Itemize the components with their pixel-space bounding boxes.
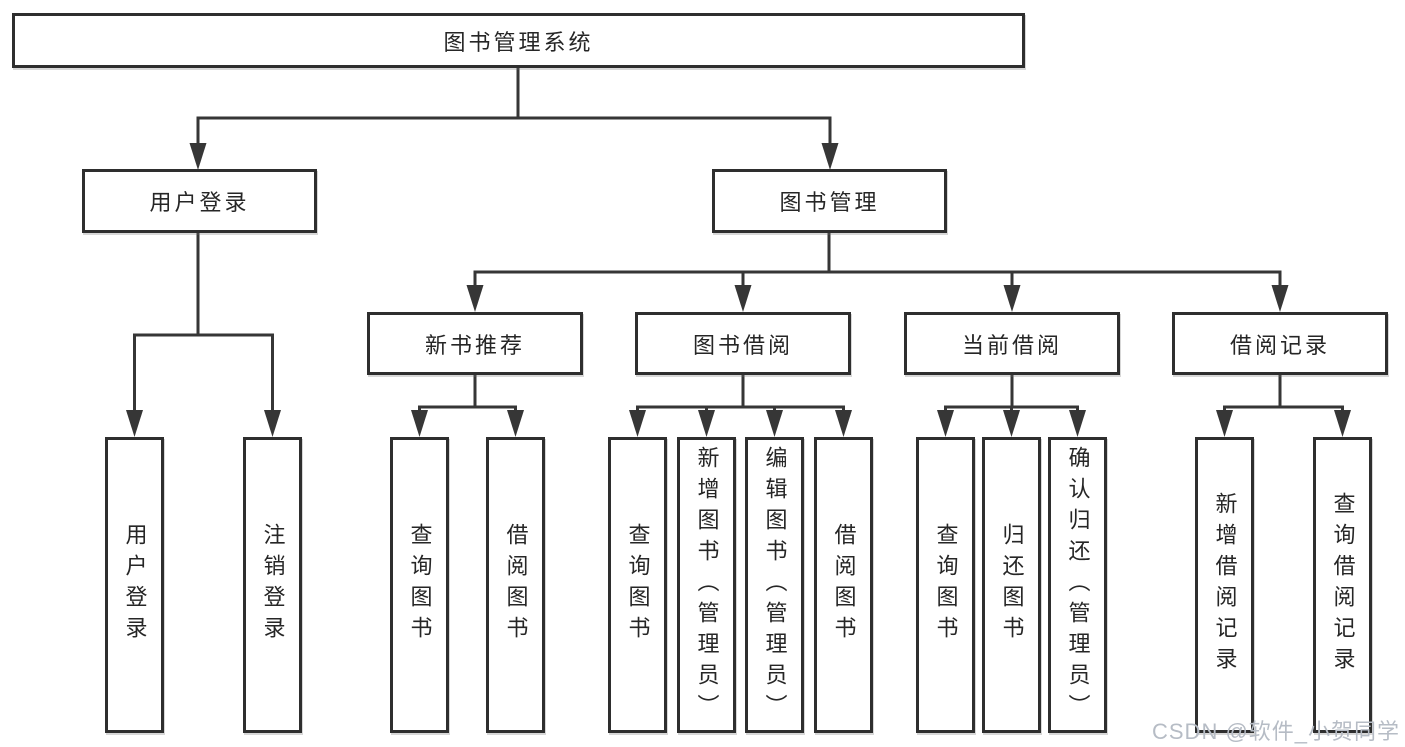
arrowhead-icon	[507, 410, 524, 437]
connector	[411, 373, 524, 437]
node-label: 图书管理	[779, 190, 880, 215]
connector	[466, 231, 1289, 312]
node-new-book-recommendation: 新书推荐	[367, 312, 583, 375]
arrowhead-icon	[821, 143, 839, 170]
arrowhead-icon	[698, 410, 715, 437]
arrowhead-icon	[126, 410, 143, 437]
node-book-management: 图书管理	[712, 169, 947, 233]
node-book-borrowing: 图书借阅	[635, 312, 851, 375]
node-label: 用户登录	[149, 190, 250, 215]
leaf-confirm-return-admin: 确认归还（管理员）	[1048, 437, 1107, 733]
node-library-management-system: 图书管理系统	[12, 13, 1025, 68]
arrowhead-icon	[1271, 285, 1289, 312]
leaf-query-borrow-record: 查询借阅记录	[1313, 437, 1372, 733]
arrowhead-icon	[1216, 410, 1233, 437]
arrowhead-icon	[835, 410, 852, 437]
node-label: 新增图书（管理员）	[694, 445, 720, 725]
node-label: 注销登录	[260, 523, 286, 647]
leaf-return-books: 归还图书	[982, 437, 1041, 733]
watermark: CSDN @软件_小贺同学	[1152, 719, 1401, 744]
arrowhead-icon	[1069, 410, 1086, 437]
node-label: 借阅图书	[831, 523, 857, 647]
node-label: 确认归还（管理员）	[1065, 445, 1091, 725]
leaf-user-login: 用户登录	[105, 437, 164, 733]
connector	[937, 373, 1086, 437]
leaf-logout: 注销登录	[243, 437, 302, 733]
connector	[1216, 373, 1351, 437]
arrowhead-icon	[189, 143, 207, 170]
leaf-query-books-borrowing: 查询图书	[608, 437, 667, 733]
connector	[126, 231, 281, 437]
leaf-borrow-books-recommend: 借阅图书	[486, 437, 545, 733]
node-label: 借阅图书	[503, 523, 529, 647]
node-label: 查询图书	[625, 523, 651, 647]
connector	[189, 66, 839, 170]
leaf-query-books-current: 查询图书	[916, 437, 975, 733]
node-label: 查询图书	[407, 523, 433, 647]
node-label: 编辑图书（管理员）	[762, 445, 788, 725]
arrowhead-icon	[1003, 285, 1021, 312]
node-borrowing-records: 借阅记录	[1172, 312, 1388, 375]
leaf-add-books-admin: 新增图书（管理员）	[677, 437, 736, 733]
node-label: 图书借阅	[692, 332, 793, 358]
node-label: 当前借阅	[961, 332, 1062, 358]
leaf-borrow-books-borrowing: 借阅图书	[814, 437, 873, 733]
node-current-borrowing: 当前借阅	[904, 312, 1120, 375]
node-label: 图书管理系统	[443, 29, 594, 55]
arrowhead-icon	[466, 285, 484, 312]
arrowhead-icon	[734, 285, 752, 312]
node-label: 归还图书	[999, 523, 1025, 647]
node-label: 查询图书	[933, 523, 959, 647]
node-label: 借阅记录	[1229, 332, 1330, 358]
node-label: 新书推荐	[424, 332, 525, 358]
arrowhead-icon	[411, 410, 428, 437]
node-label: 查询借阅记录	[1330, 492, 1356, 678]
node-label: 新增借阅记录	[1212, 492, 1238, 678]
arrowhead-icon	[629, 410, 646, 437]
node-user-login: 用户登录	[82, 169, 317, 233]
arrowhead-icon	[1334, 410, 1351, 437]
leaf-edit-books-admin: 编辑图书（管理员）	[745, 437, 804, 733]
connector	[629, 373, 852, 437]
node-label: 用户登录	[122, 523, 148, 647]
arrowhead-icon	[766, 410, 783, 437]
leaf-add-borrow-record: 新增借阅记录	[1195, 437, 1254, 733]
arrowhead-icon	[1003, 410, 1020, 437]
leaf-query-books-recommend: 查询图书	[390, 437, 449, 733]
arrowhead-icon	[937, 410, 954, 437]
arrowhead-icon	[264, 410, 281, 437]
